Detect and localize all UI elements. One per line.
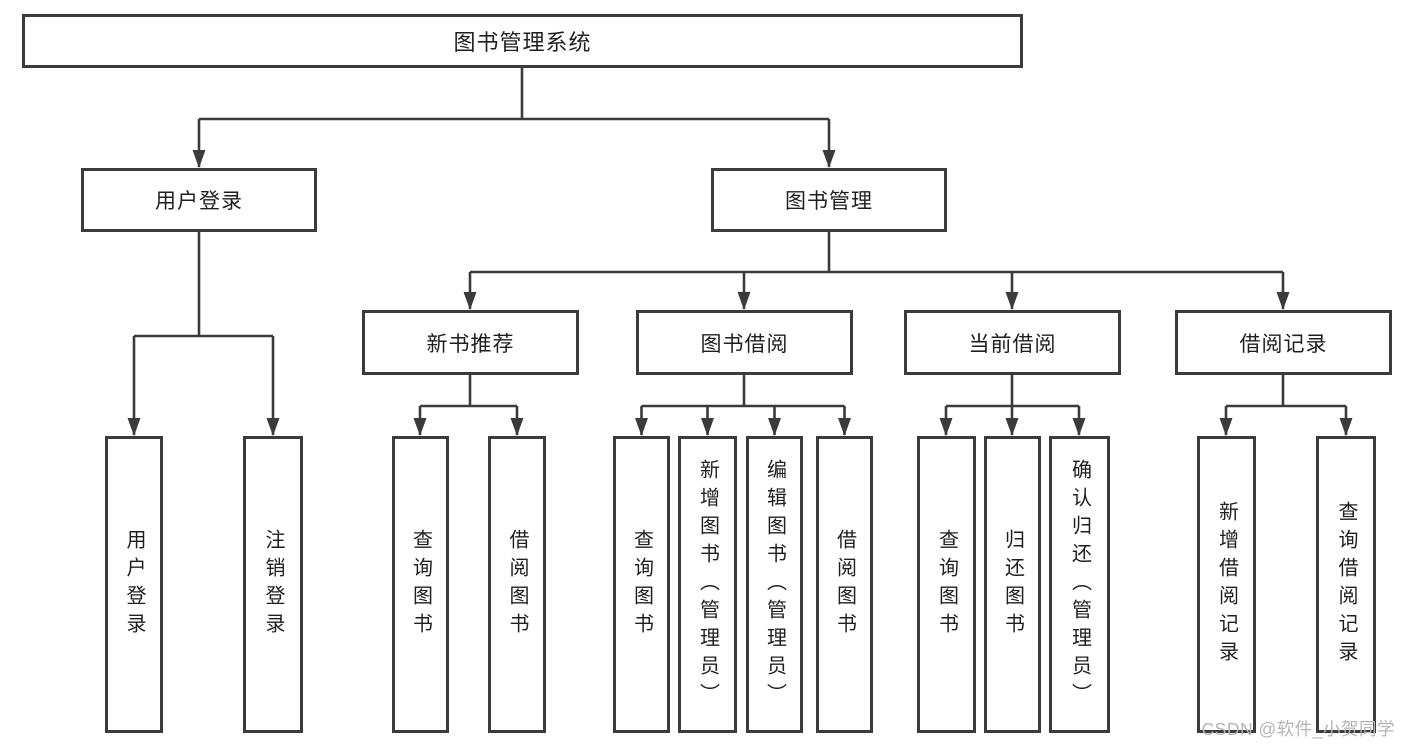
node-label: 注销登录 — [262, 528, 284, 641]
csdn-watermark: CSDN @软件_小贺同学 — [1201, 719, 1395, 739]
node-user-login: 用户登录 — [81, 168, 317, 232]
node-label: 确认归还（管理员） — [1068, 458, 1091, 711]
leaf-current-query-books: 查询图书 — [917, 436, 976, 733]
node-label: 借阅记录 — [1239, 332, 1328, 356]
node-book-borrow: 图书借阅 — [636, 310, 853, 375]
node-label: 用户登录 — [123, 528, 145, 641]
node-label: 查询图书 — [630, 528, 653, 641]
leaf-borrow-query-books: 查询图书 — [613, 436, 670, 733]
node-borrow-record: 借阅记录 — [1175, 310, 1392, 375]
leaf-borrow-add-books-admin: 新增图书（管理员） — [678, 436, 737, 733]
node-label: 归还图书 — [1001, 528, 1024, 641]
node-label: 新书推荐 — [426, 332, 515, 356]
node-label: 用户登录 — [155, 190, 243, 213]
leaf-current-confirm-return-admin: 确认归还（管理员） — [1049, 436, 1110, 733]
leaf-newbook-query-books: 查询图书 — [392, 436, 449, 733]
node-label: 查询图书 — [409, 528, 432, 641]
node-label: 借阅图书 — [833, 528, 856, 641]
node-label: 新增图书（管理员） — [696, 458, 719, 711]
node-label: 查询借阅记录 — [1335, 500, 1357, 669]
leaf-current-return-books: 归还图书 — [984, 436, 1041, 733]
node-book-management: 图书管理 — [711, 168, 947, 232]
node-label: 借阅图书 — [506, 528, 528, 641]
node-label: 新增借阅记录 — [1215, 500, 1238, 669]
node-label: 查询图书 — [935, 528, 958, 641]
leaf-user-login: 用户登录 — [105, 436, 163, 733]
node-label: 图书借阅 — [700, 332, 789, 356]
node-current-borrow: 当前借阅 — [904, 310, 1121, 375]
leaf-borrow-borrow-books: 借阅图书 — [816, 436, 873, 733]
node-new-book-recommend: 新书推荐 — [362, 310, 579, 375]
node-label: 图书管理系统 — [453, 30, 592, 55]
leaf-borrow-edit-books-admin: 编辑图书（管理员） — [746, 436, 803, 733]
node-label: 图书管理 — [785, 190, 873, 213]
node-library-system: 图书管理系统 — [22, 14, 1023, 68]
node-label: 当前借阅 — [968, 332, 1057, 356]
leaf-newbook-borrow-books: 借阅图书 — [488, 436, 546, 733]
leaf-record-query-borrow-record: 查询借阅记录 — [1316, 436, 1376, 733]
leaf-record-add-borrow-record: 新增借阅记录 — [1197, 436, 1256, 733]
node-label: 编辑图书（管理员） — [763, 458, 786, 711]
leaf-logout: 注销登录 — [243, 436, 303, 733]
